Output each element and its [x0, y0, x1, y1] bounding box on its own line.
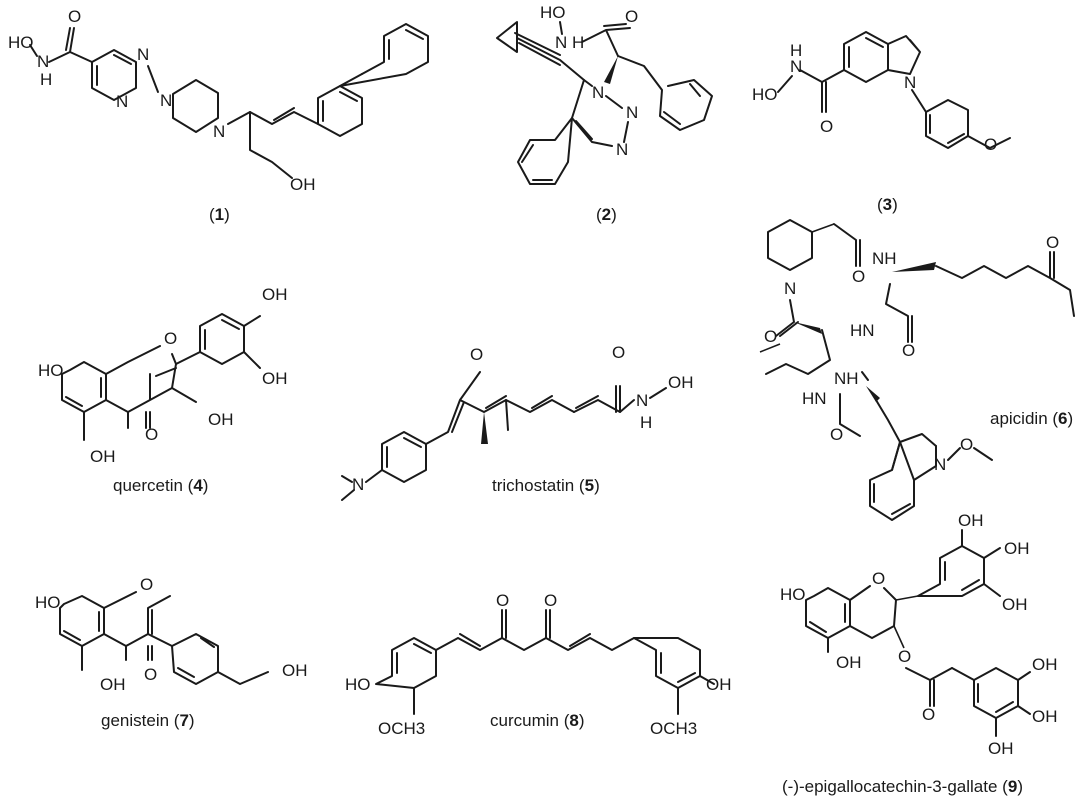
atom-o: O [144, 665, 157, 684]
atom-oh: OH [1032, 707, 1058, 726]
atom-oh: OH [262, 285, 288, 304]
atom-n: N [160, 91, 172, 110]
atom-n: N [352, 475, 364, 494]
atom-h: H [40, 70, 52, 89]
atom-n: N [904, 73, 916, 92]
compound-9-structure: HO OH O O OH OH OH O OH OH OH [780, 511, 1058, 758]
compound-1-structure: HO N H O N N N N OH [8, 7, 429, 194]
atom-n: N [784, 279, 796, 298]
atom-ho: HO [345, 675, 371, 694]
atom-o: O [145, 425, 158, 444]
atom-hn: HN [802, 389, 827, 408]
atom-o: O [1046, 233, 1059, 252]
atom-n: N [790, 57, 802, 76]
atom-oh: OH [1004, 539, 1030, 558]
compound-3-caption: (3) [877, 195, 898, 214]
compound-6-caption: apicidin (6) [990, 409, 1073, 428]
compound-8-caption: curcumin (8) [490, 711, 585, 730]
atom-nh: H [572, 33, 584, 52]
atom-n: N [555, 33, 567, 52]
atom-o: O [470, 345, 483, 364]
atom-och3: OCH3 [378, 719, 425, 738]
atom-oh: OH [706, 675, 732, 694]
atom-ho: HO [38, 361, 64, 380]
compound-6-structure: N O NH O HN O O NH HN O N O [759, 219, 1075, 521]
atom-o: O [496, 591, 509, 610]
atom-n: N [37, 52, 49, 71]
compound-4-caption: quercetin (4) [113, 476, 208, 495]
atom-oh: OH [1002, 595, 1028, 614]
atom-o: O [625, 7, 638, 26]
atom-n: N [137, 45, 149, 64]
atom-oh: OH [90, 447, 116, 466]
atom-ho: HO [752, 85, 778, 104]
atom-o: O [544, 591, 557, 610]
atom-n: N [626, 103, 638, 122]
atom-n: N [592, 83, 604, 102]
atom-o: O [852, 267, 865, 286]
atom-h: H [790, 41, 802, 60]
atom-o: O [960, 435, 973, 454]
atom-o: O [764, 327, 777, 346]
atom-och3: OCH3 [650, 719, 697, 738]
atom-n: N [616, 140, 628, 159]
atom-oh: OH [836, 653, 862, 672]
compound-8-structure: HO OCH3 O O OH OCH3 [345, 591, 732, 738]
atom-o: O [68, 7, 81, 26]
atom-n: N [213, 122, 225, 141]
atom-oh-label: HO [540, 3, 566, 22]
atom-o: O [984, 135, 997, 154]
atom-ho: HO [780, 585, 806, 604]
atom-n: N [934, 455, 946, 474]
atom-o: O [820, 117, 833, 136]
atom-oh: OH [208, 410, 234, 429]
compound-3-structure: N H HO O N O [752, 31, 1011, 154]
atom-oh: OH [958, 511, 984, 530]
atom-nh: NH [834, 369, 859, 388]
atom-o: O [164, 329, 177, 348]
atom-hn: HN [850, 321, 875, 340]
atom-oh: OH [262, 369, 288, 388]
compound-4-structure: HO OH O O OH OH OH [38, 285, 288, 466]
atom-n: N [636, 391, 648, 410]
compound-5-structure: N O O N H OH [341, 343, 694, 501]
atom-oh: OH [1032, 655, 1058, 674]
compound-7-structure: HO OH O O OH [35, 575, 308, 694]
atom-o: O [902, 341, 915, 360]
compound-2-structure: N N N HO H N O [496, 3, 713, 185]
atom-o: O [922, 705, 935, 724]
atom-ho: HO [8, 33, 34, 52]
atom-oh: OH [988, 739, 1014, 758]
atom-o: O [612, 343, 625, 362]
atom-oh: OH [100, 675, 126, 694]
compound-9-caption: (-)-epigallocatechin-3-gallate (9) [782, 777, 1023, 796]
atom-oh: OH [290, 175, 316, 194]
atom-o: O [830, 425, 843, 444]
atom-oh: OH [282, 661, 308, 680]
atom-n: N [116, 92, 128, 111]
compound-2-caption: (2) [596, 205, 617, 224]
atom-oh: OH [668, 373, 694, 392]
atom-ho: HO [35, 593, 61, 612]
atom-h: H [640, 413, 652, 432]
atom-o: O [872, 569, 885, 588]
compound-1-caption: (1) [209, 205, 230, 224]
compound-5-caption: trichostatin (5) [492, 476, 600, 495]
atom-o: O [898, 647, 911, 666]
compound-7-caption: genistein (7) [101, 711, 195, 730]
atom-o: O [140, 575, 153, 594]
atom-nh: NH [872, 249, 897, 268]
